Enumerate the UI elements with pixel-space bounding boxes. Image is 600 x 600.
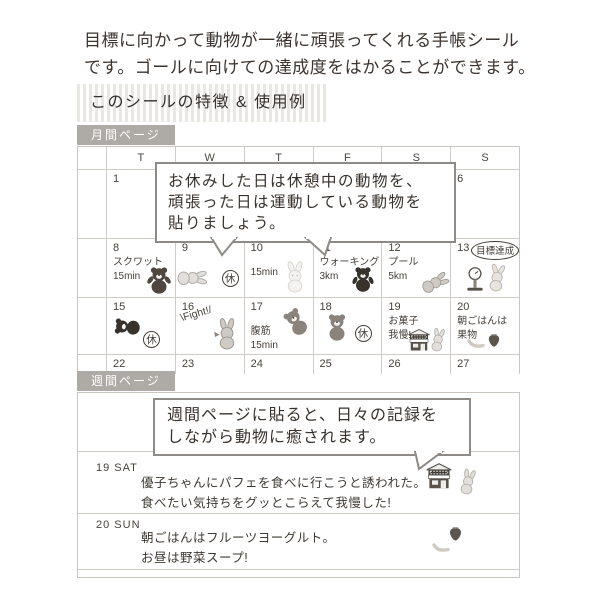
gray-bear-resting-icon (328, 314, 345, 341)
calendar-cell-26: 26 (381, 354, 451, 374)
calendar-cell-13: 13 目標達成 (450, 238, 519, 297)
black-bear-lying-icon (114, 318, 140, 335)
rabbit-lying-down-icon (177, 270, 207, 286)
goal-achieved-bubble: 目標達成 (471, 241, 519, 260)
entry-text: 優子ちゃんにパフェを食べに行こうと誘われた。 食べたい気持ちをグッとこらえて我慢… (141, 476, 427, 510)
scale-icon (467, 267, 483, 291)
calendar-cell (78, 169, 106, 238)
rest-badge: 休 (221, 270, 239, 287)
monthly-speech-bubble: お休みした日は休憩中の動物を、 頑張った日は運動している動物を 貼りましょう。 (155, 162, 456, 257)
intro-text: 目標に向かって動物が一緒に頑張ってくれる手帳シール です。ゴールに向けての達成度… (84, 27, 554, 81)
dark-bear-squatting-icon (147, 267, 171, 294)
monthly-page-badge: 月間ページ (77, 125, 175, 145)
rabbit-walking-icon (431, 327, 445, 352)
weekly-section: 19 SAT 優子ちゃんにパフェを食べに行こうと誘われた。 食べたい気持ちをグッ… (77, 392, 520, 578)
weekday-thu: T (243, 147, 313, 169)
weekly-entry-sun: 20 SUN 朝ごはんはフルーツヨーグルト。 お昼は野菜スープ! (78, 513, 519, 569)
rabbit-swimming-icon (422, 271, 450, 293)
bubble-tail-icon (303, 237, 333, 257)
bubble-tail-icon (413, 451, 445, 471)
strawberry-icon (449, 527, 462, 541)
calendar-cell-23: 23 (174, 354, 244, 374)
section-header: このシールの特徴 & 使用例 (77, 84, 327, 122)
weekday-sun: S (450, 147, 519, 169)
calendar-cell (78, 297, 106, 354)
calendar-cell-25: 25 (312, 354, 382, 374)
rest-badge: 休 (143, 331, 160, 348)
entry-date-label: 19 SAT (96, 462, 138, 474)
calendar-cell (78, 354, 106, 374)
bubble-tail-icon (209, 237, 239, 257)
weekday-fri: F (312, 147, 382, 169)
calendar-cell-15: 15 休 (106, 297, 175, 354)
weekday-stub (78, 147, 106, 169)
calendar-cell-27: 27 (450, 354, 519, 374)
calendar-cell-10: 10 15min (243, 238, 313, 297)
banana-icon (432, 543, 450, 552)
rabbit-jumping-icon (489, 263, 506, 292)
calendar-cell-16: 16 \Fight!/ (174, 297, 244, 354)
weekly-bottom-strip (78, 569, 519, 577)
rabbit-walking-icon (460, 468, 476, 495)
calendar-cell-19: 19 お菓子我慢! (381, 297, 451, 354)
calendar-cell-6: 6 (450, 169, 519, 238)
calendar-cell (78, 238, 106, 297)
calendar-cell-22: 22 (106, 354, 175, 374)
banana-icon (467, 339, 485, 348)
weekly-speech-bubble: 週間ページに貼ると、日々の記録を しながら動物に癒されます。 (153, 398, 471, 471)
weekly-page-badge: 週間ページ (77, 371, 175, 391)
section-title: このシールの特徴 & 使用例 (90, 94, 307, 111)
sweets-shop-icon (426, 463, 452, 489)
entry-date-label: 20 SUN (96, 519, 141, 531)
gray-bear-situps-icon (283, 308, 307, 335)
weekday-wed: W (174, 147, 244, 169)
calendar-cell-24: 24 (243, 354, 313, 374)
intro-line-1: 目標に向かって動物が一緒に頑張ってくれる手帳シール (84, 31, 520, 50)
weekday-tue: T (106, 147, 175, 169)
rest-badge: 休 (354, 325, 372, 342)
calendar-cell-1: 1 (106, 169, 175, 238)
strawberry-icon (488, 334, 500, 347)
sweets-shop-icon (408, 328, 431, 351)
calendar-cell-20: 20 朝ごはんは果物 (450, 297, 519, 354)
intro-line-2: です。ゴールに向けての達成度をはかることができます。 (84, 58, 536, 77)
weekday-sat: S (381, 147, 450, 169)
entry-text: 朝ごはんはフルーツヨーグルト。 お昼は野菜スープ! (141, 531, 336, 565)
calendar-cell-18: 18 休 (312, 297, 382, 354)
black-bear-walking-icon (352, 267, 374, 292)
rabbit-exercising-icon (287, 261, 302, 293)
rabbit-cheering-icon (213, 318, 234, 350)
weekly-entry-sat: 19 SAT 優子ちゃんにパフェを食べに行こうと誘われた。 食べたい気持ちをグッ… (78, 451, 519, 513)
